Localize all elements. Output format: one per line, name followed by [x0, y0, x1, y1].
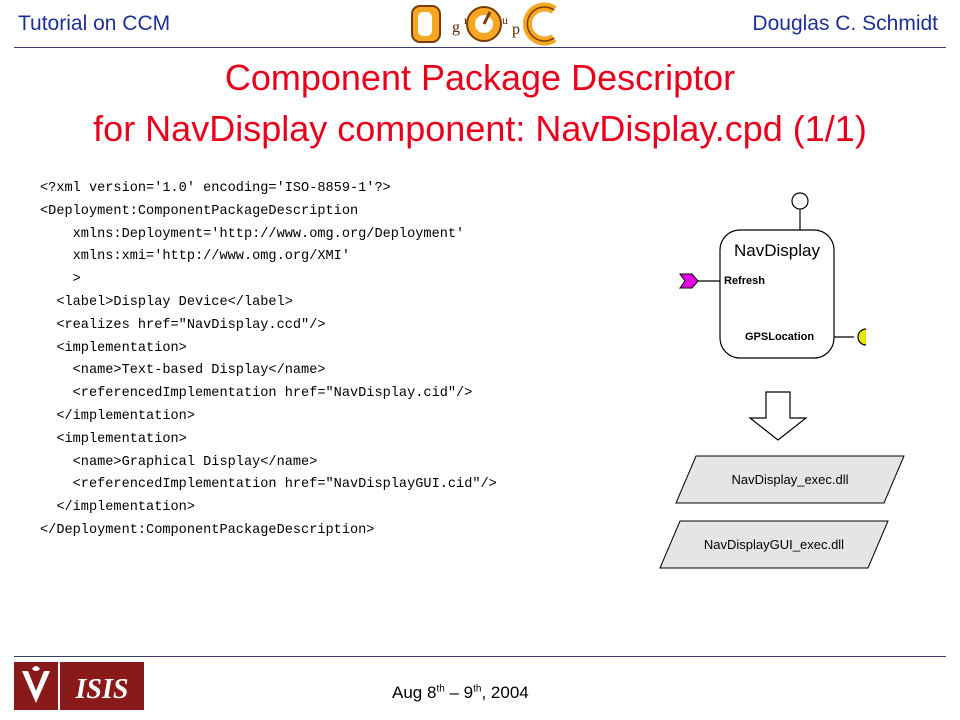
code-line: </Deployment:ComponentPackageDescription…: [40, 522, 375, 538]
date-year: , 2004: [481, 683, 529, 702]
code-line: <name>Text-based Display</name>: [40, 363, 326, 379]
footer-date: Aug 8th – 9th, 2004: [392, 683, 529, 703]
code-line: </implementation>: [40, 500, 195, 516]
gps-port-icon: [857, 328, 867, 346]
slide-title-line1: Component Package Descriptor: [224, 57, 736, 98]
date-end-suffix: th: [473, 683, 482, 695]
down-arrow-icon: [748, 391, 808, 441]
date-mid: – 9: [444, 683, 474, 702]
date-start-suffix: th: [436, 683, 445, 695]
component-diagram: NavDisplay Refresh GPSLocation NavDispla…: [659, 192, 905, 569]
slide-title-line2: for NavDisplay component: NavDisplay.cpd…: [93, 108, 867, 149]
code-line: <?xml version='1.0' encoding='ISO-8859-1…: [40, 181, 391, 196]
logo-letter-g: g: [452, 19, 460, 36]
logo-letter-p: p: [512, 21, 520, 38]
footer-divider: [14, 656, 946, 657]
impl-artifact-exec: [675, 455, 905, 504]
refresh-port-icon: [679, 273, 699, 289]
code-line: xmlns:xmi='http://www.omg.org/XMI': [40, 249, 350, 265]
impl-artifact-gui-label: NavDisplayGUI_exec.dll: [704, 537, 844, 552]
impl-artifact-exec-label: NavDisplay_exec.dll: [731, 472, 848, 487]
logo-letter-u: u: [502, 13, 508, 27]
code-line: <realizes href="NavDisplay.ccd"/>: [40, 317, 326, 333]
component-name-label: NavDisplay: [734, 241, 820, 260]
code-line: </implementation>: [40, 408, 195, 424]
logo-letter-r: r: [464, 13, 468, 27]
code-line: <name>Graphical Display</name>: [40, 454, 318, 470]
isis-logo-text: ISIS: [75, 674, 129, 705]
gps-port-label: GPSLocation: [745, 331, 814, 343]
code-line: xmlns:Deployment='http://www.omg.org/Dep…: [40, 226, 465, 242]
code-line: <Deployment:ComponentPackageDescription: [40, 203, 359, 219]
header-divider: [14, 47, 946, 48]
header-author: Douglas C. Schmidt: [752, 12, 938, 35]
code-line: <referencedImplementation href="NavDispl…: [40, 477, 497, 493]
code-line: <label>Display Device</label>: [40, 294, 293, 310]
header-tutorial-title: Tutorial on CCM: [18, 12, 171, 35]
xml-code-block: <?xml version='1.0' encoding='ISO-8859-1…: [40, 178, 497, 543]
navdisplay-component-box: [719, 229, 835, 359]
code-line: <referencedImplementation href="NavDispl…: [40, 386, 473, 402]
code-line: >: [40, 272, 81, 288]
vanderbilt-isis-logo: ISIS: [14, 662, 144, 710]
code-line: <implementation>: [40, 340, 187, 356]
refresh-port-label: Refresh: [724, 275, 765, 287]
code-line: <implementation>: [40, 431, 187, 447]
doc-group-logo: g r u p: [411, 2, 557, 46]
top-port-icon: [791, 192, 809, 210]
date-start: Aug 8: [392, 683, 437, 702]
impl-artifact-gui: [659, 520, 889, 569]
